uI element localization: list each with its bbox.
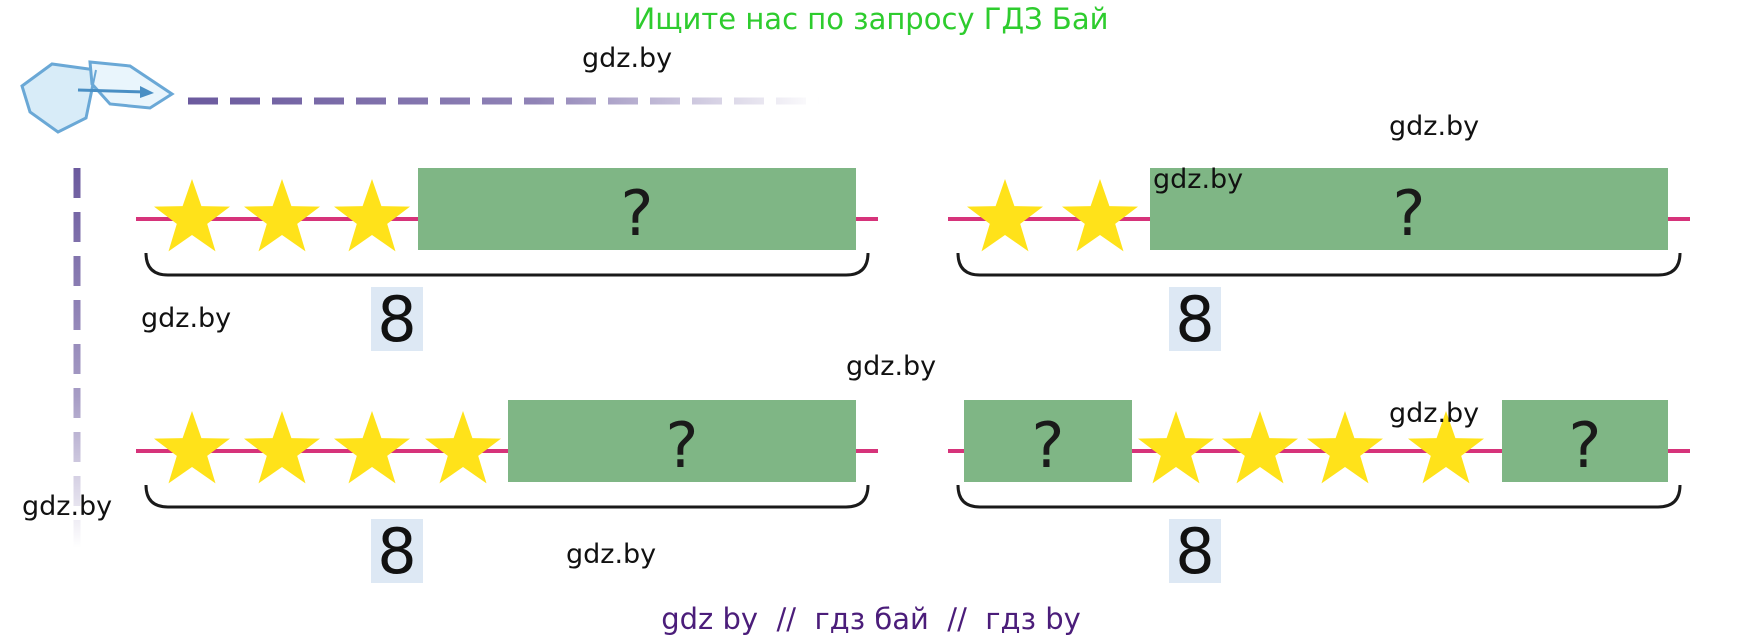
watermark: gdz.by — [22, 491, 113, 522]
total-label: 8 — [1175, 515, 1214, 588]
unknown-box — [418, 168, 856, 250]
star-icon — [244, 179, 320, 252]
total-highlight — [1169, 519, 1221, 583]
brace — [144, 484, 870, 509]
total-label: 8 — [377, 283, 416, 356]
unknown-label: ? — [1393, 177, 1426, 250]
segment-diagram: ?8 — [948, 168, 1690, 356]
star-icon — [244, 411, 320, 484]
total-label: 8 — [1175, 283, 1214, 356]
star-icon — [154, 179, 230, 252]
watermark: gdz.by — [1389, 398, 1480, 429]
watermark: gdz.by — [141, 303, 232, 334]
unknown-label: ? — [1032, 409, 1065, 482]
brace — [956, 484, 1682, 509]
star-icon — [1062, 179, 1138, 252]
star-icon — [967, 179, 1043, 252]
unknown-label: ? — [1569, 409, 1602, 482]
unknown-box — [964, 400, 1132, 482]
star-icon — [334, 179, 410, 252]
star-icon — [154, 411, 230, 484]
total-label: 8 — [377, 515, 416, 588]
brace — [956, 252, 1682, 277]
segment-diagram: ?? 8 — [948, 400, 1690, 588]
star-icon — [1307, 411, 1383, 484]
banner-top: Ищите нас по запросу ГДЗ Бай — [633, 2, 1109, 36]
unknown-box — [1150, 168, 1668, 250]
watermark: gdz.by — [566, 539, 657, 570]
segment-diagram: ?8 — [136, 168, 878, 356]
watermark: gdz.by — [582, 43, 673, 74]
watermark: gdz.by — [1153, 164, 1244, 195]
unknown-label: ? — [666, 409, 699, 482]
unknown-label: ? — [621, 177, 654, 250]
unknown-box — [508, 400, 856, 482]
total-highlight — [371, 519, 423, 583]
star-icon — [334, 411, 410, 484]
star-icon — [425, 411, 501, 484]
brace — [144, 252, 870, 277]
watermark: gdz.by — [1389, 111, 1480, 142]
star-icon — [1222, 411, 1298, 484]
segment-diagram: ?8 — [136, 400, 878, 588]
open-book-icon — [20, 60, 175, 134]
total-highlight — [371, 287, 423, 351]
total-highlight — [1169, 287, 1221, 351]
watermark: gdz.by — [846, 351, 937, 382]
star-icon — [1408, 411, 1484, 484]
banner-bottom: gdz by // гдз бай // гдз by — [661, 602, 1081, 636]
star-icon — [1138, 411, 1214, 484]
unknown-box — [1502, 400, 1668, 482]
